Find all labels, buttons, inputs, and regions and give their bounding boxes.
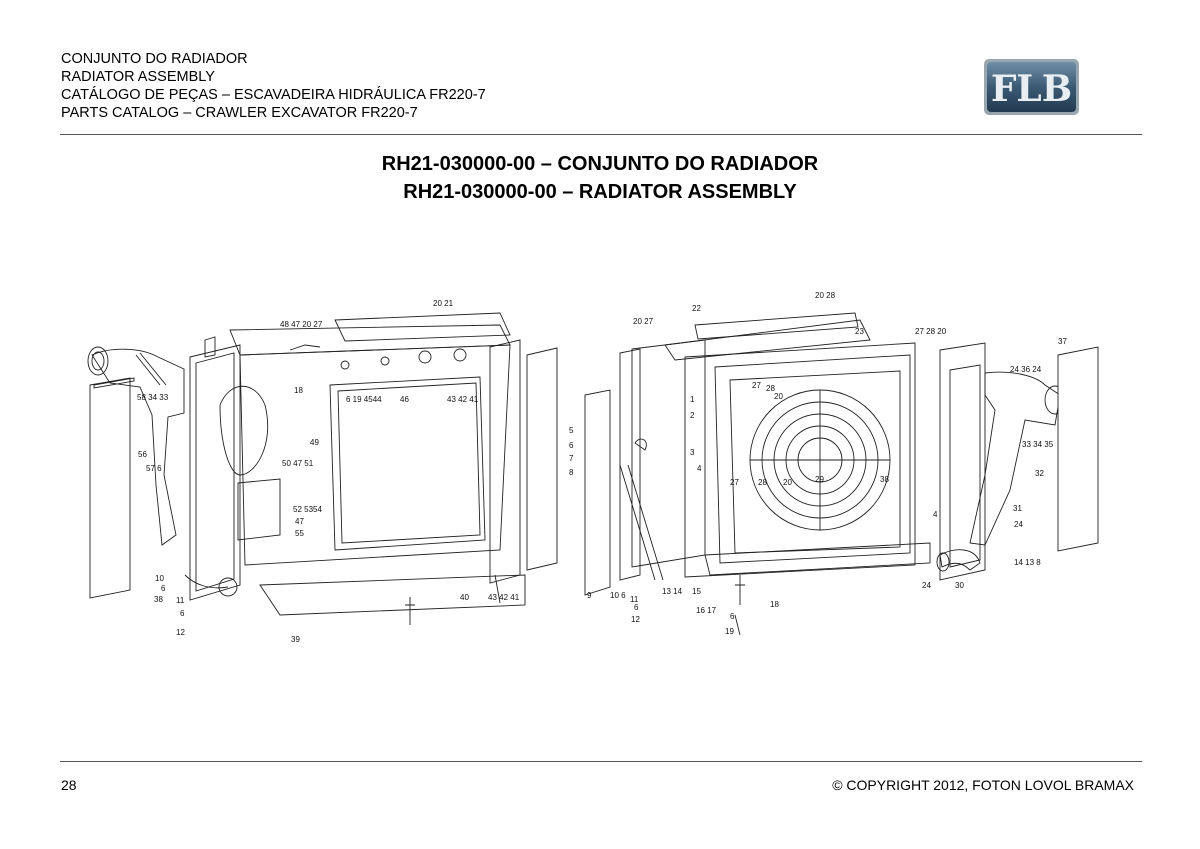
callout-label: 19 — [725, 627, 734, 636]
callout-label: 57 6 — [146, 464, 162, 473]
callout-label: 29 — [815, 475, 824, 484]
header-line-4: PARTS CATALOG – CRAWLER EXCAVATOR FR220-… — [61, 105, 418, 121]
callout-label: 15 — [692, 587, 701, 596]
callout-label: 24 — [1014, 520, 1023, 529]
callout-label: 3 — [690, 448, 695, 457]
callout-label: 9 — [587, 591, 592, 600]
callout-label: 37 — [1058, 337, 1067, 346]
callout-label: 46 — [400, 395, 409, 404]
callout-label: 27 28 20 — [915, 327, 947, 336]
callout-label: 11 — [630, 595, 639, 604]
callout-label: 33 34 35 — [1022, 440, 1054, 449]
callout-label: 28 — [758, 478, 767, 487]
callout-label: 56 — [138, 450, 147, 459]
callout-label: 58 34 33 — [137, 393, 169, 402]
callout-label: 43 42 41 — [488, 593, 520, 602]
callout-label: 22 — [692, 304, 701, 313]
callout-label: 28 — [766, 384, 775, 393]
callout-label: 23 — [855, 327, 864, 336]
logo-lettering: FLB — [991, 68, 1072, 110]
page-title-en: RH21-030000-00 – RADIATOR ASSEMBLY — [403, 181, 797, 203]
callout-label: 18 — [294, 386, 303, 395]
callout-label: 30 — [955, 581, 964, 590]
callout-label: 31 — [1013, 504, 1022, 513]
callout-label: 20 27 — [633, 317, 654, 326]
callout-label: 5 — [569, 426, 574, 435]
callout-label: 39 — [291, 635, 300, 644]
callout-label: 7 — [569, 454, 574, 463]
callout-label: 24 — [922, 581, 931, 590]
callout-label: 38 — [880, 475, 889, 484]
right-assembly-drawing — [584, 312, 1099, 636]
callout-label: 48 47 20 27 — [280, 320, 323, 329]
callout-label: 55 — [295, 529, 304, 538]
callout-labels-left: 20 21 48 47 20 27 18 6 19 4544 46 43 42 … — [137, 299, 520, 644]
callout-label: 38 — [154, 595, 163, 604]
callout-label: 8 — [569, 468, 574, 477]
radiator-exploded-diagram: 20 21 48 47 20 27 18 6 19 4544 46 43 42 … — [87, 291, 1099, 644]
callout-label: 47 — [295, 517, 304, 526]
callout-label: 20 28 — [815, 291, 836, 300]
header-text-block: CONJUNTO DO RADIADOR RADIATOR ASSEMBLY C… — [61, 50, 486, 122]
callout-label: 4 — [697, 464, 702, 473]
flb-logo: FLB — [984, 59, 1079, 115]
callout-label: 40 — [460, 593, 469, 602]
callout-label: 11 — [176, 596, 185, 605]
callout-labels-right: 20 28 22 20 27 23 27 28 20 37 24 36 24 1… — [569, 291, 1067, 636]
callout-label: 6 19 4544 — [346, 395, 382, 404]
callout-label: 32 — [1035, 469, 1044, 478]
callout-label: 6 — [634, 603, 639, 612]
callout-label: 13 14 — [662, 587, 683, 596]
callout-label: 18 — [770, 600, 779, 609]
left-assembly-drawing — [87, 312, 558, 625]
callout-label: 14 13 8 — [1014, 558, 1041, 567]
callout-label: 12 — [176, 628, 185, 637]
callout-label: 10 6 — [610, 591, 626, 600]
callout-label: 6 — [180, 609, 185, 618]
header-line-2: RADIATOR ASSEMBLY — [61, 69, 215, 85]
callout-label: 6 — [569, 441, 574, 450]
callout-label: 16 17 — [696, 606, 717, 615]
callout-label: 20 21 — [433, 299, 454, 308]
callout-label: 49 — [310, 438, 319, 447]
header-divider — [60, 134, 1142, 135]
page-title-pt: RH21-030000-00 – CONJUNTO DO RADIADOR — [381, 153, 819, 175]
callout-label: 1 — [690, 395, 695, 404]
callout-label: 20 — [783, 478, 792, 487]
callout-label: 24 36 24 — [1010, 365, 1042, 374]
callout-label: 20 — [774, 392, 783, 401]
callout-label: 27 — [752, 381, 761, 390]
page-number: 28 — [61, 777, 77, 793]
callout-label: 2 — [690, 411, 695, 420]
copyright-notice: © COPYRIGHT 2012, FOTON LOVOL BRAMAX — [832, 777, 1134, 793]
callout-label: 50 47 51 — [282, 459, 314, 468]
footer-divider — [60, 761, 1142, 762]
header-line-1: CONJUNTO DO RADIADOR — [61, 51, 248, 67]
callout-label: 43 42 41 — [447, 395, 479, 404]
callout-label: 12 — [631, 615, 640, 624]
callout-label: 10 — [155, 574, 164, 583]
callout-label: 52 5354 — [293, 505, 322, 514]
callout-label: 6 — [730, 612, 735, 621]
callout-label: 6 — [161, 584, 166, 593]
header-line-3: CATÁLOGO DE PEÇAS – ESCAVADEIRA HIDRÁULI… — [61, 87, 486, 103]
callout-label: 27 — [730, 478, 739, 487]
callout-label: 4 — [933, 510, 938, 519]
